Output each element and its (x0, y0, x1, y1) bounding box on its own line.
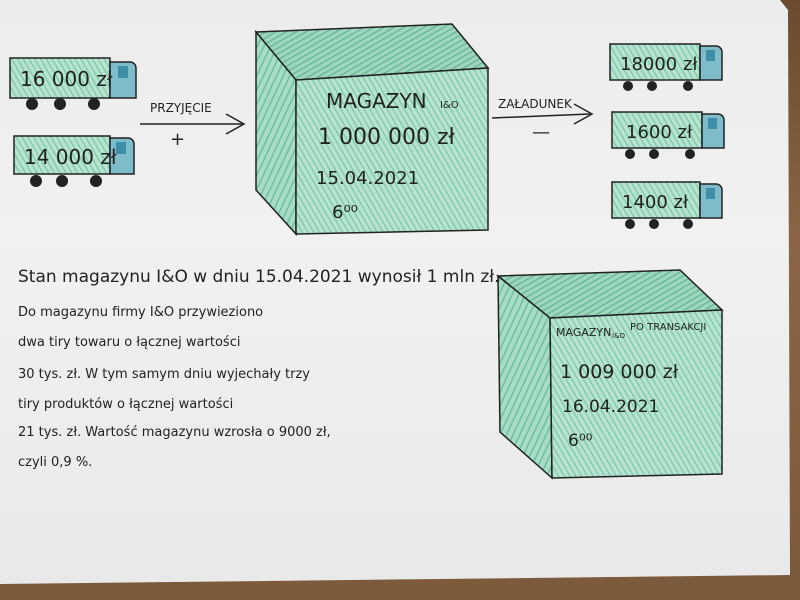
truck-in-1: 16 000 zł (9, 57, 137, 110)
truck-out-1: 18000 zł (609, 43, 723, 91)
truck-trailer (609, 43, 701, 81)
description-line: 21 tys. zł. Wartość magazynu wzrosła o 9… (18, 425, 331, 440)
truck-out-2-label: 1600 zł (626, 122, 693, 143)
arrow-out-sign: — (532, 122, 550, 143)
description-line: czyli 0,9 %. (18, 455, 92, 470)
truck-window-icon (116, 142, 126, 154)
wheel-icon (683, 219, 693, 229)
description: Stan magazynu I&O w dniu 15.04.2021 wyno… (18, 267, 500, 470)
truck-cab-icon (701, 113, 725, 149)
truck-out-3-label: 1400 zł (622, 192, 689, 213)
warehouse-after-date: 16.04.2021 (562, 397, 659, 417)
description-line: 30 tys. zł. W tym samym dniu wyjechały t… (18, 367, 310, 382)
warehouse-after-value: 1 009 000 zł (560, 361, 679, 383)
warehouse-before-brand: I&O (440, 100, 459, 111)
truck-out-2: 1600 zł (611, 111, 725, 159)
wheel-icon (30, 175, 42, 187)
warehouse-after-brand: I&O (612, 332, 626, 340)
warehouse-before-cube: MAGAZYN I&O 1 000 000 zł 15.04.2021 6⁰⁰ (254, 23, 490, 236)
description-line: tiry produktów o łącznej wartości (18, 397, 233, 412)
wheel-icon (685, 149, 695, 159)
arrow-out: ZAŁADUNEK — (491, 97, 594, 143)
arrow-in-label: PRZYJĘCIE (150, 101, 212, 115)
warehouse-before-date: 15.04.2021 (316, 168, 419, 189)
truck-in-1-label: 16 000 zł (20, 67, 113, 91)
description-line: Do magazynu firmy I&O przywieziono (18, 305, 263, 320)
arrow-head-icon (573, 103, 594, 125)
wheel-icon (647, 81, 657, 91)
warehouse-after-cube: MAGAZYN I&O PO TRANSAKCJI 1 009 000 zł 1… (495, 269, 724, 480)
description-line: Stan magazynu I&O w dniu 15.04.2021 wyno… (18, 267, 500, 287)
wheel-icon (649, 149, 659, 159)
truck-in-2: 14 000 zł (13, 135, 135, 187)
wheel-icon (56, 175, 68, 187)
truck-trailer (611, 111, 703, 149)
arrow-head-icon (225, 113, 246, 135)
truck-in-2-label: 14 000 zł (24, 145, 117, 169)
wheel-icon (683, 81, 693, 91)
wheel-icon (625, 219, 635, 229)
warehouse-before-time: 6⁰⁰ (332, 202, 358, 223)
warehouse-before-value: 1 000 000 zł (318, 125, 456, 150)
truck-out-1-label: 18000 zł (620, 54, 698, 75)
truck-window-icon (706, 188, 715, 199)
wheel-icon (623, 81, 633, 91)
wheel-icon (88, 98, 100, 110)
truck-trailer (9, 57, 111, 99)
warehouse-after-suffix: PO TRANSAKCJI (630, 322, 706, 333)
arrow-line (491, 113, 591, 119)
truck-out-3: 1400 zł (611, 181, 723, 229)
arrow-in-sign: + (170, 129, 185, 150)
arrow-in: PRZYJĘCIE + (140, 101, 246, 150)
cube-front-face (295, 67, 489, 235)
wheel-icon (90, 175, 102, 187)
wheel-icon (54, 98, 66, 110)
warehouse-after-time: 6⁰⁰ (568, 431, 593, 451)
arrow-out-label: ZAŁADUNEK (498, 97, 573, 111)
warehouse-before-name: MAGAZYN (326, 89, 427, 113)
truck-window-icon (118, 66, 128, 78)
truck-window-icon (708, 118, 717, 129)
truck-trailer (611, 181, 701, 219)
warehouse-after-name: MAGAZYN (556, 326, 611, 339)
description-line: dwa tiry towaru o łącznej wartości (18, 335, 240, 350)
truck-cab-icon (699, 183, 723, 219)
truck-cab-icon (109, 61, 137, 99)
wheel-icon (26, 98, 38, 110)
truck-cab-icon (699, 45, 723, 81)
wheel-icon (625, 149, 635, 159)
truck-window-icon (706, 50, 715, 61)
wheel-icon (649, 219, 659, 229)
cube-front-face (549, 309, 723, 479)
